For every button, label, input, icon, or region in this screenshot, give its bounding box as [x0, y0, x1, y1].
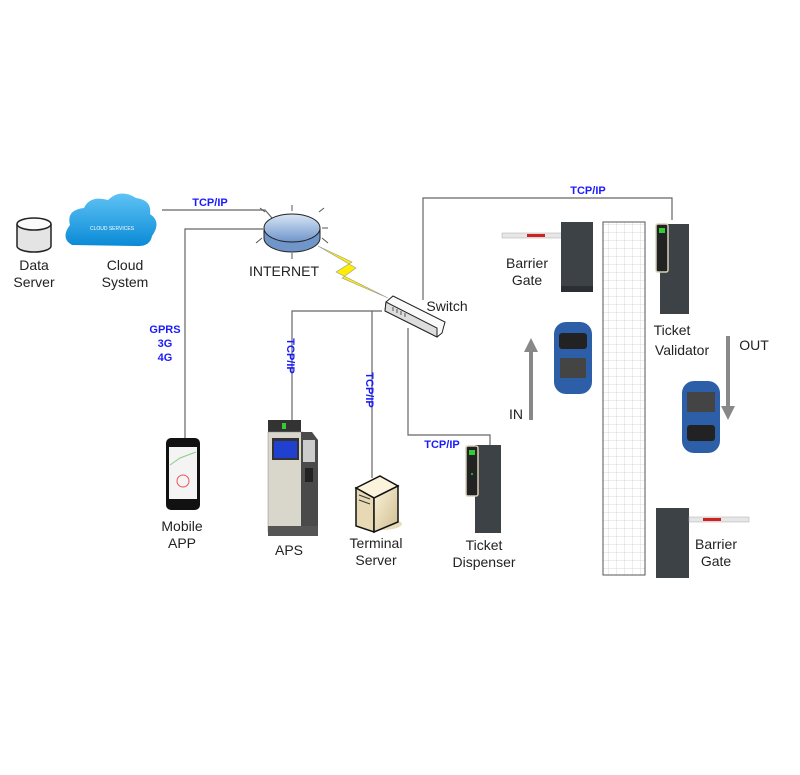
terminal-server-label-2: Server	[355, 552, 397, 568]
out-arrowhead	[721, 406, 735, 420]
tcpip-label-validator: TCP/IP	[570, 185, 605, 197]
car-exiting-icon	[682, 381, 720, 453]
data-server-label-1: Data	[19, 257, 49, 273]
ticket-dispenser-label-2: Dispenser	[452, 554, 515, 570]
barrier-gate-entry-label-2: Gate	[512, 272, 543, 288]
barrier-gate-exit-icon	[656, 508, 750, 578]
in-arrowhead	[524, 338, 538, 352]
ticket-validator-label-2: Validator	[655, 342, 710, 358]
internet-label: INTERNET	[249, 263, 319, 279]
data-server-label-2: Server	[13, 274, 55, 290]
wire-internet-mobile	[184, 228, 263, 440]
barrier-gate-exit-label-1: Barrier	[695, 536, 737, 552]
barrier-gate-entry-icon	[501, 222, 593, 292]
mobile-app-label-1: Mobile	[161, 518, 202, 534]
cloud-system-label-2: System	[102, 274, 149, 290]
ticket-validator-label-1: Ticket	[654, 322, 691, 338]
ticket-dispenser-label-1: Ticket	[466, 537, 503, 553]
tcpip-label-terminal: TCP/IP	[363, 372, 375, 407]
wire-switch-aps	[291, 310, 382, 420]
terminal-server-label-1: Terminal	[350, 535, 403, 551]
tcpip-label-cloud: TCP/IP	[192, 197, 227, 209]
4g-label: 4G	[158, 352, 173, 364]
cloud-logo-text: CLOUD SERVICES	[90, 226, 135, 232]
barrier-gate-entry-label-1: Barrier	[506, 255, 548, 271]
mobile-app-label-2: APP	[168, 535, 196, 551]
wire-switch-dispenser	[407, 328, 491, 445]
mobile-phone-icon	[166, 438, 200, 510]
barrier-gate-exit-label-2: Gate	[701, 553, 732, 569]
internet-icon	[255, 205, 329, 259]
car-entering-icon	[554, 322, 592, 394]
wireless-link-lightning-icon	[317, 245, 389, 299]
aps-kiosk-icon	[267, 420, 318, 536]
terminal-server-icon	[354, 475, 402, 534]
ticket-validator-icon	[655, 223, 689, 314]
lane-divider-island	[602, 221, 646, 576]
gprs-label: GPRS	[149, 324, 180, 336]
cloud-system-label-1: Cloud	[107, 257, 144, 273]
wire-cloud-internet	[162, 209, 273, 219]
switch-label: Switch	[426, 298, 467, 314]
out-label: OUT	[739, 337, 769, 353]
wire-switch-validator	[422, 197, 673, 300]
tcpip-label-aps: TCP/IP	[284, 338, 296, 373]
in-label: IN	[509, 406, 523, 422]
3g-label: 3G	[158, 338, 173, 350]
data-server-icon	[16, 217, 52, 253]
wires	[162, 197, 673, 478]
aps-label: APS	[275, 542, 303, 558]
switch-icon	[384, 295, 446, 338]
tcpip-label-dispenser: TCP/IP	[424, 439, 459, 451]
cloud-icon: CLOUD SERVICES	[65, 193, 157, 247]
ticket-dispenser-icon	[465, 445, 501, 533]
